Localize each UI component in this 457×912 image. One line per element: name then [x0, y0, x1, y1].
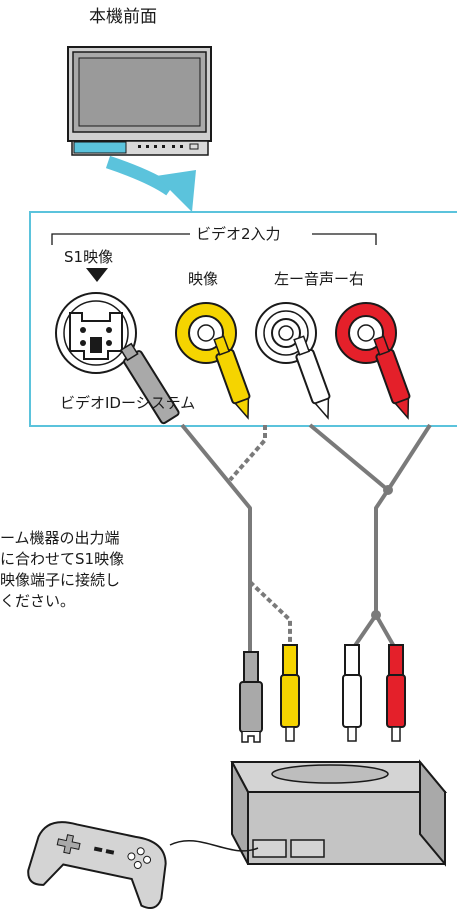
panel-bracket: [51, 233, 377, 245]
s-video-plug-bottom: [239, 651, 263, 743]
video-cable-dashed-lower: [248, 580, 292, 645]
video-plug-bottom: [280, 644, 300, 742]
audio-left-plug-top: [293, 335, 331, 420]
s-video-jack: [55, 292, 137, 374]
tv-icon: [67, 46, 212, 156]
audio-left-plug-bottom: [342, 644, 362, 742]
controller-cable: [169, 840, 259, 852]
audio-cable-left: [308, 423, 390, 492]
tv-front-label: 本機前面: [89, 7, 157, 27]
controller-icon: [27, 821, 167, 910]
audio-cable-right: [386, 423, 432, 492]
video2-input-label: ビデオ2入力: [192, 225, 285, 243]
video-label: 映像: [188, 270, 219, 288]
s-video-plug-top: [120, 342, 180, 425]
s1-pointer-icon: [86, 268, 108, 282]
audio-right-plug-top: [373, 335, 411, 420]
audio-lr-label: 左ー音声ー右: [274, 270, 365, 288]
video-plug-top: [213, 335, 251, 420]
note-line: ーム機器の出力端: [0, 529, 120, 547]
video-cable-dashed: [228, 425, 267, 482]
note-line: に合わせてS1映像: [0, 550, 125, 568]
game-console-icon: [230, 759, 448, 867]
note-line: 映像端子に接続し: [0, 571, 121, 589]
note-line: ください。: [0, 592, 76, 610]
s-video-cable: [180, 423, 252, 655]
audio-right-plug-bottom: [386, 644, 406, 742]
connection-note: ーム機器の出力端 に合わせてS1映像 映像端子に接続し ください。: [0, 528, 200, 612]
video-id-system-label: ビデオIDーシステム: [60, 394, 196, 412]
s1-video-label: S1映像: [64, 248, 114, 266]
direction-arrow-icon: [105, 155, 196, 212]
audio-cable-main: [374, 488, 390, 615]
terminal-panel: [29, 211, 457, 427]
